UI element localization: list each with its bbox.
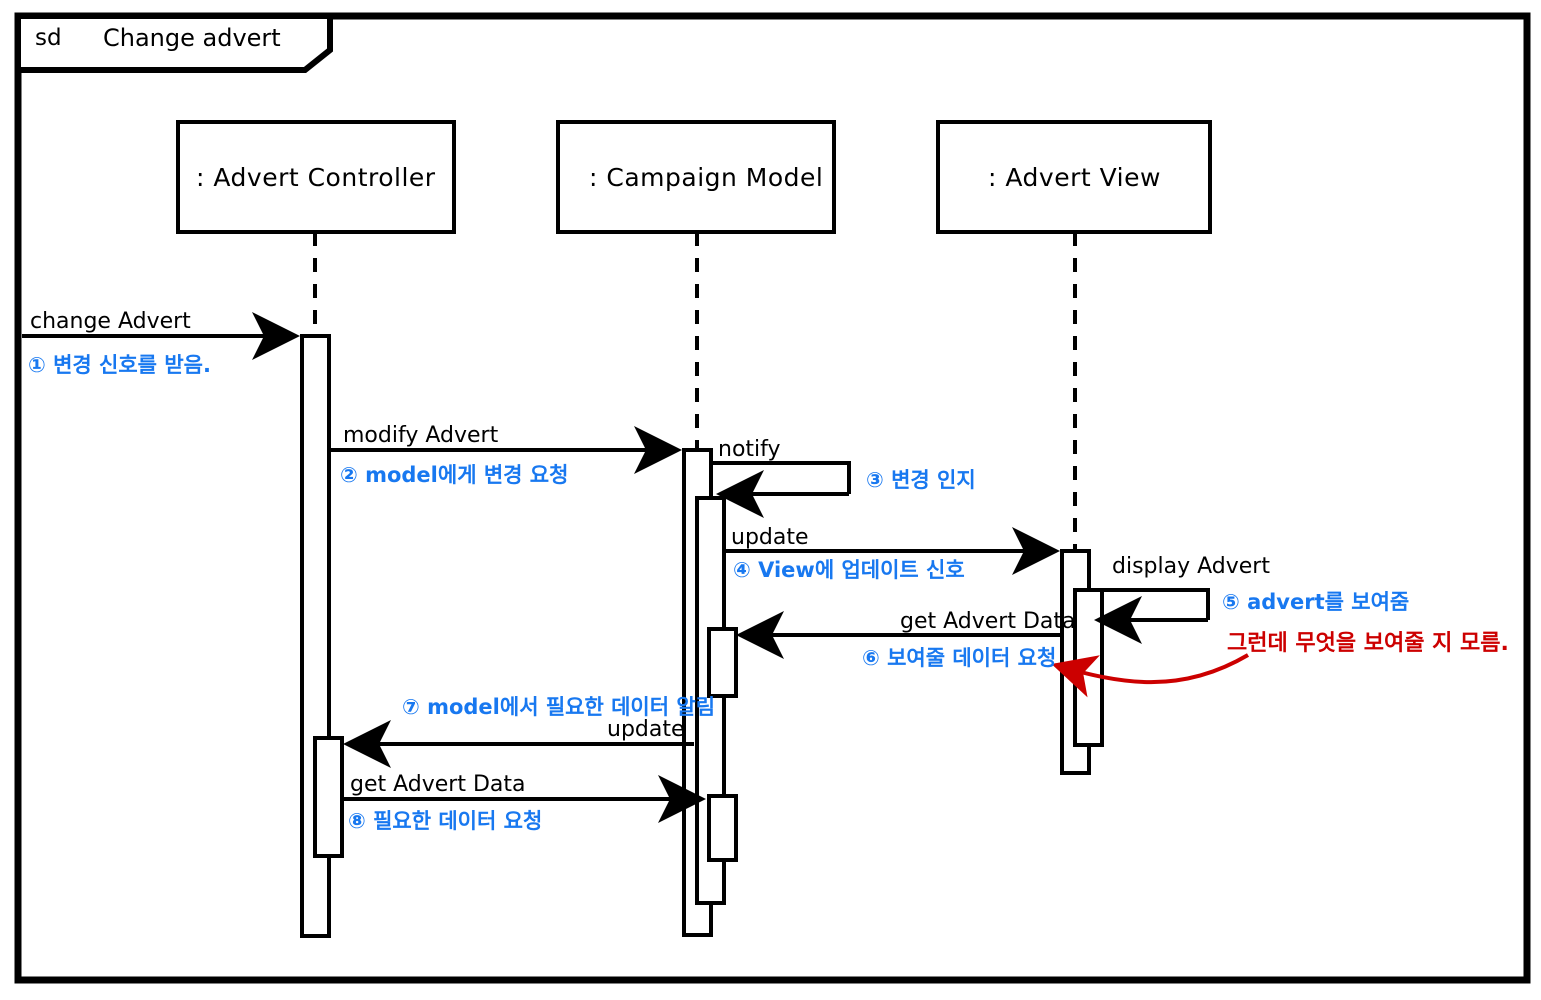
message-label-update-to-controller: update: [607, 717, 685, 742]
annotation-4-marker: ④: [733, 558, 751, 582]
annotation-1: ① 변경 신호를 받음.: [28, 355, 211, 376]
annotation-8: ⑧ 필요한 데이터 요청: [348, 811, 542, 832]
annotation-8-text: 필요한 데이터 요청: [373, 809, 543, 833]
annotation-2: ② model에게 변경 요청: [340, 465, 568, 486]
message-display-advert-self: [1089, 588, 1210, 644]
annotation-5-text: advert를 보여줌: [1247, 590, 1410, 614]
annotation-6-marker: ⑥: [862, 646, 880, 670]
red-callout-arrow: [1051, 653, 1250, 698]
annotation-7-marker: ⑦: [402, 695, 420, 719]
annotation-4: ④ View에 업데이트 신호: [733, 560, 965, 581]
annotation-3: ③ 변경 인지: [866, 470, 976, 491]
annotation-3-text: 변경 인지: [891, 468, 976, 492]
message-label-change-advert: change Advert: [30, 309, 191, 334]
activation-campaign-model: [682, 448, 738, 937]
activation-advert-controller: [300, 334, 344, 938]
diagram-frame: [14, 12, 1531, 984]
message-label-modify-advert: modify Advert: [343, 423, 499, 448]
annotation-3-marker: ③: [866, 468, 884, 492]
lifelines: [313, 232, 1077, 552]
annotation-2-text: model에게 변경 요청: [365, 463, 569, 487]
annotation-5-marker: ⑤: [1222, 590, 1240, 614]
annotation-red-unknown-data: 그런데 무엇을 보여줄 지 모름.: [1227, 631, 1509, 656]
frame-kind-label: sd: [35, 25, 62, 51]
message-label-update-to-view: update: [731, 525, 809, 550]
lifeline-label-advert-controller[interactable]: : Advert Controller: [196, 163, 436, 192]
message-label-notify: notify: [718, 437, 781, 462]
annotation-7: ⑦ model에서 필요한 데이터 알림: [402, 697, 715, 718]
frame-title: Change advert: [103, 24, 281, 52]
annotation-1-marker: ①: [28, 353, 46, 377]
lifeline-label-advert-view[interactable]: : Advert View: [988, 163, 1161, 192]
annotation-7-text: model에서 필요한 데이터 알림: [427, 695, 716, 719]
annotation-6: ⑥ 보여줄 데이터 요청: [862, 648, 1056, 669]
activation-advert-view: [1060, 549, 1104, 775]
message-label-get-advert-data-view: get Advert Data: [900, 609, 1076, 634]
annotation-4-text: View에 업데이트 신호: [758, 558, 965, 582]
annotation-2-marker: ②: [340, 463, 358, 487]
annotation-1-text: 변경 신호를 받음.: [53, 353, 211, 377]
message-notify-self: [711, 461, 851, 518]
message-label-get-advert-data-controller: get Advert Data: [350, 772, 526, 797]
annotation-8-marker: ⑧: [348, 809, 366, 833]
message-label-display-advert: display Advert: [1112, 554, 1270, 579]
annotation-6-text: 보여줄 데이터 요청: [887, 646, 1057, 670]
lifeline-label-campaign-model[interactable]: : Campaign Model: [589, 163, 824, 192]
annotation-5: ⑤ advert를 보여줌: [1222, 592, 1409, 613]
